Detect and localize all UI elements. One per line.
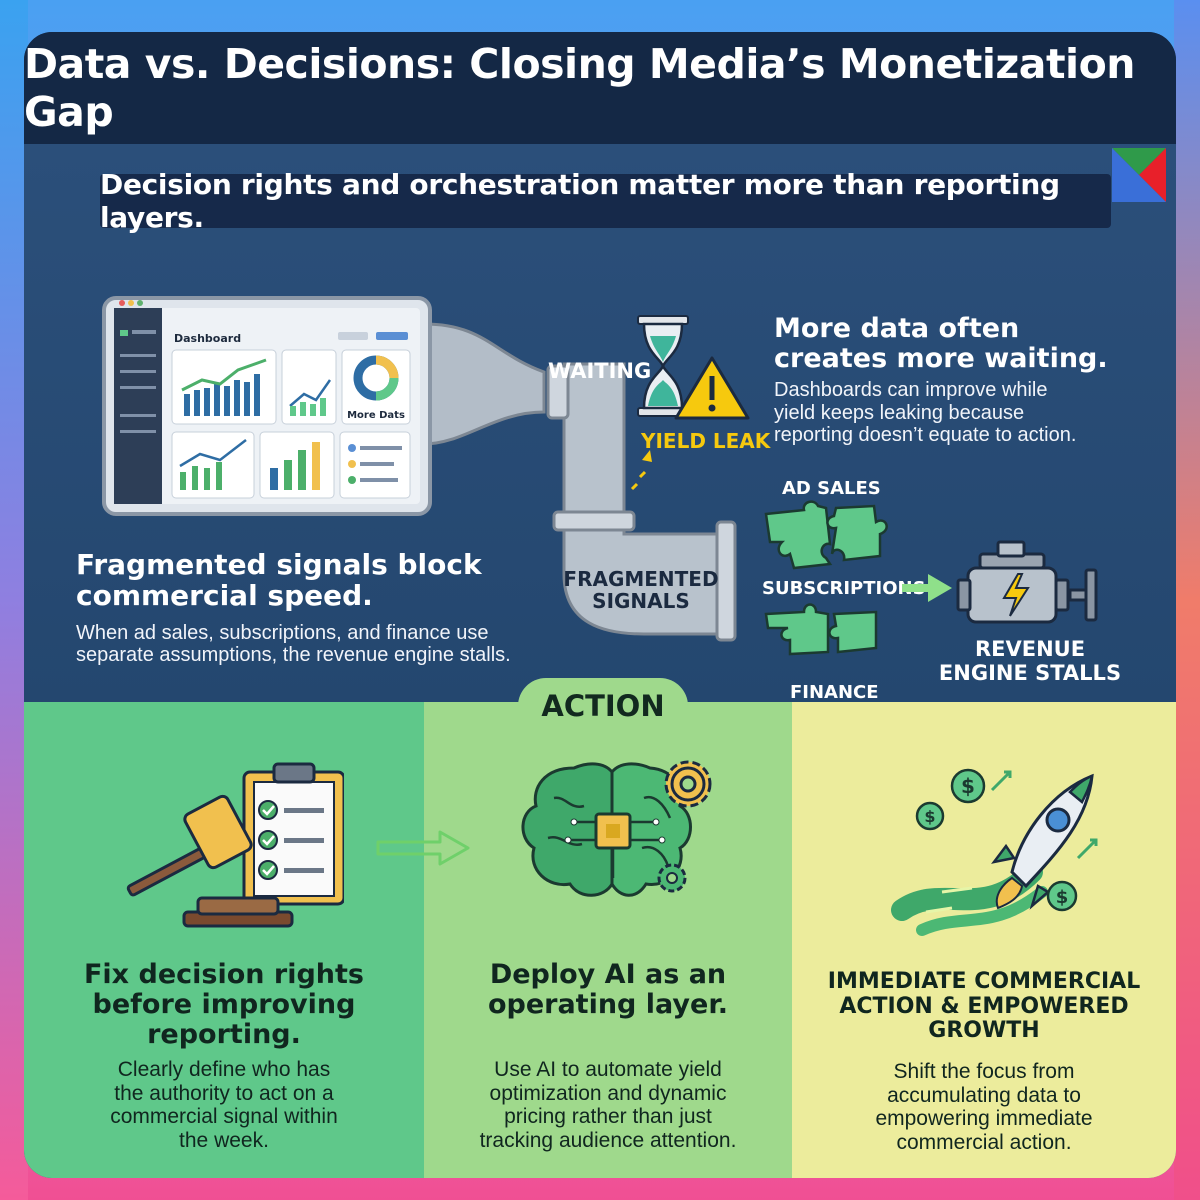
dashboard-pipe-illustration: Dashboard More Dats [102, 296, 1121, 702]
more-data-body-2: yield keeps leaking because [774, 401, 1025, 424]
background-left-strip [0, 0, 28, 1200]
subtitle-text: Decision rights and orchestration matter… [100, 168, 1060, 234]
problem-section: Decision rights and orchestration matter… [24, 144, 1176, 702]
title-bar: Data vs. Decisions: Closing Media’s Mone… [24, 32, 1176, 144]
subscriptions-label: SUBSCRIPTIONS [762, 578, 926, 599]
puzzle-piece-icon [764, 500, 888, 656]
dashboard-header: Dashboard [174, 332, 241, 345]
column-2-body: Use AI to automate yield optimization an… [479, 1058, 737, 1152]
yield-leak-label: YIELD LEAK [640, 429, 772, 453]
fragmented-label-line2: SIGNALS [592, 589, 690, 613]
svg-text:$: $ [924, 807, 935, 826]
infographic-card: Data vs. Decisions: Closing Media’s Mone… [24, 32, 1176, 1178]
fragmented-heading-1: Fragmented signals block [76, 548, 482, 581]
fragmented-body-1: When ad sales, subscriptions, and financ… [76, 621, 489, 644]
more-data-block: More data often creates more waiting. Da… [774, 314, 1164, 447]
engine-icon [956, 540, 1098, 624]
arrow-right-icon [376, 830, 470, 866]
warning-icon [674, 356, 750, 420]
column-3-heading: IMMEDIATE COMMERCIAL ACTION & EMPOWERED … [827, 969, 1141, 1044]
gear-icon [657, 760, 712, 893]
action-section: Fix decision rights before improving rep… [24, 678, 1176, 1178]
column-1-heading: Fix decision rights before improving rep… [83, 959, 364, 1051]
gavel-clipboard-illustration [126, 762, 344, 928]
ad-sales-label: AD SALES [782, 478, 881, 499]
brain-gear-illustration [521, 760, 712, 897]
more-data-heading-2: creates more waiting. [774, 342, 1108, 374]
more-data-body-3: reporting doesn’t equate to action. [774, 424, 1077, 447]
clipboard-checklist-icon [242, 762, 344, 906]
background-right-strip [1174, 0, 1200, 1200]
action-column-3: $ $ $ IMMEDIATE COMMERCIAL ACTION & EMPO… [792, 702, 1176, 1178]
waiting-label: WAITING [548, 359, 651, 383]
engine-label-line2: ENGINE STALLS [939, 661, 1121, 685]
more-data-body-1: Dashboards can improve while [774, 379, 1048, 402]
dashboard-widget-label: More Dats [347, 410, 405, 421]
rocket-growth-illustration: $ $ $ [891, 768, 1098, 936]
more-data-heading-1: More data often [774, 313, 1020, 344]
action-column-1: Fix decision rights before improving rep… [24, 702, 424, 1178]
arrow-right-icon [902, 574, 952, 602]
rocket-icon [991, 773, 1094, 910]
engine-label-line1: REVENUE [975, 637, 1085, 661]
dollar-coin-icon: $ $ $ [915, 768, 1078, 912]
page-title: Data vs. Decisions: Closing Media’s Mone… [24, 40, 1135, 136]
action-column-2: Deploy AI as an operating layer. Use AI … [424, 702, 792, 1178]
corner-logo-icon [1112, 148, 1166, 202]
column-3-body: Shift the focus from accumulating data t… [875, 1060, 1093, 1154]
finance-label: FINANCE [790, 682, 879, 702]
action-tab-label: ACTION [541, 689, 665, 723]
hourglass-icon [637, 315, 689, 417]
subtitle-banner: Decision rights and orchestration matter… [100, 168, 1111, 234]
action-tab: ACTION [518, 678, 688, 734]
column-2-heading: Deploy AI as an operating layer. [487, 959, 729, 1021]
svg-text:$: $ [961, 774, 975, 798]
fragmented-label-line1: FRAGMENTED [563, 567, 718, 591]
fragmented-heading-2: commercial speed. [76, 578, 373, 612]
fragmented-body-2: separate assumptions, the revenue engine… [76, 643, 511, 666]
column-1-body: Clearly define who has the authority to … [110, 1058, 338, 1152]
gavel-icon [126, 794, 294, 928]
fragmented-block: Fragmented signals block commercial spee… [76, 548, 556, 666]
svg-text:$: $ [1056, 887, 1069, 908]
